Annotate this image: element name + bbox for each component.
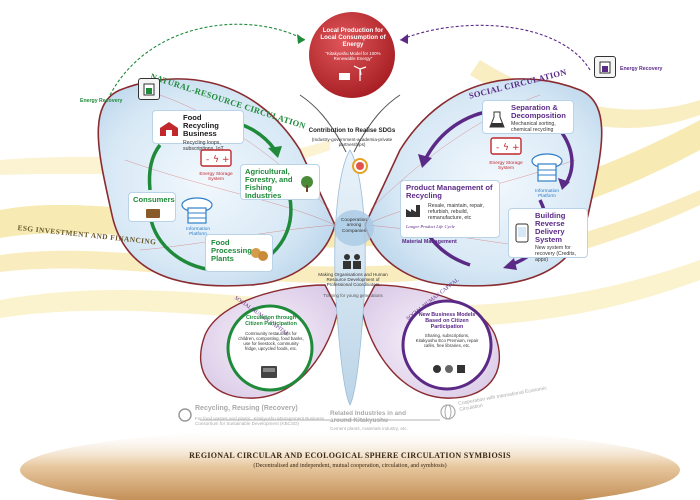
left-dashed-arc bbox=[109, 23, 306, 96]
reverse-delivery-title: Building Reverse Delivery System bbox=[535, 211, 566, 244]
sdgs-title: Contribution to Realise SDGs bbox=[308, 127, 396, 134]
product-mgmt-title: Product Management of Recycling bbox=[406, 183, 493, 200]
agriculture-title: Agricultural, Forestry, and Fishing Indu… bbox=[245, 167, 293, 200]
battery-storage-icon-left: -ϟ+ bbox=[200, 148, 232, 173]
energy-storage-left: Energy Storage System bbox=[199, 172, 233, 183]
left-antenna bbox=[299, 94, 347, 153]
phone-icon bbox=[515, 223, 529, 243]
food-recycling-desc: Recycling loops, subscriptions, IoT bbox=[183, 139, 224, 152]
recycle-icon bbox=[178, 408, 192, 427]
reverse-delivery-box: Building Reverse Delivery System New sys… bbox=[508, 208, 588, 263]
cooperation-label: Cooperation among Companies bbox=[340, 218, 368, 234]
recycling-desc: For food wastes and plastic, Kitakyushu … bbox=[195, 416, 324, 427]
globe-icon bbox=[440, 404, 456, 425]
separation-title: Separation & Decomposition bbox=[511, 103, 566, 120]
making-orgs-label: Making Organisations and Human Resource … bbox=[318, 272, 388, 288]
svg-text:+: + bbox=[512, 143, 520, 153]
flask-icon bbox=[489, 111, 505, 128]
product-mgmt-desc: Resale, maintain, repair, refurbish, reb… bbox=[428, 202, 484, 221]
battery-icon-right bbox=[594, 56, 616, 78]
tree-icon bbox=[301, 176, 313, 192]
database-icon-right bbox=[530, 152, 564, 191]
shopping-icon bbox=[146, 209, 160, 218]
sdgs-subtitle: (Industry-government-academia-private pa… bbox=[311, 137, 393, 148]
food-processing-box: Food Processing Plants bbox=[205, 234, 273, 272]
consumers-box: Consumers bbox=[128, 192, 176, 222]
battery-storage-icon-right: -ϟ+ bbox=[490, 136, 522, 161]
solar-wind-icon bbox=[338, 64, 368, 87]
cooperation-petal bbox=[334, 210, 374, 246]
energy-recovery-left: Energy Recovery bbox=[80, 98, 123, 104]
right-antenna bbox=[353, 94, 401, 153]
top-energy-circle bbox=[309, 12, 395, 98]
sdg-wheel-icon bbox=[352, 158, 368, 174]
food-processing-title: Food Processing Plants bbox=[211, 238, 252, 263]
energy-recovery-right: Energy Recovery bbox=[620, 66, 663, 72]
product-mgmt-box: Product Management of Recycling Resale, … bbox=[400, 180, 500, 238]
energy-storage-right: Energy Storage System bbox=[489, 161, 523, 172]
separation-box: Separation & Decomposition Mechanical so… bbox=[482, 100, 574, 134]
battery-icon-left bbox=[138, 78, 160, 100]
svg-text:-: - bbox=[496, 143, 499, 153]
food-recycling-title: Food Recycling Business bbox=[183, 113, 219, 138]
citizen-circulation-desc: Community restaurants for children, comp… bbox=[238, 331, 304, 351]
related-industries-title: Related Industries in and around Kitakyu… bbox=[330, 410, 406, 425]
info-platform-right: Information Platform bbox=[535, 189, 559, 200]
food-recycling-box: Food Recycling Business Recycling loops,… bbox=[152, 110, 244, 152]
barn-icon bbox=[160, 122, 178, 136]
training-label: Training for young generations bbox=[323, 293, 383, 298]
info-platform-left: Information Platform bbox=[186, 227, 210, 238]
coordinators-icon bbox=[341, 252, 363, 275]
bottom-left-circle bbox=[226, 304, 314, 392]
footer-subtitle: (Decentralised and independent, mutual c… bbox=[253, 463, 447, 469]
svg-text:ϟ: ϟ bbox=[213, 155, 219, 165]
recycling-title: Recycling, Reusing (Recovery) bbox=[195, 405, 298, 412]
product-mgmt-note: Longer Product Life Cycle bbox=[406, 223, 455, 229]
citizen-business-desc: Sharing, subscriptions, Kitakyushu Eco P… bbox=[415, 333, 479, 348]
svg-text:+: + bbox=[222, 155, 230, 165]
material-management-label: Material Management bbox=[402, 239, 457, 245]
database-icon-left bbox=[180, 196, 214, 231]
reverse-delivery-desc: New system for recovery (Credits, apps) bbox=[535, 244, 576, 263]
bread-icon bbox=[251, 248, 268, 261]
fridge-icon bbox=[260, 365, 278, 384]
related-industries-desc: Cement plants, materials industry, etc. bbox=[330, 426, 408, 431]
svg-text:ϟ: ϟ bbox=[503, 143, 509, 153]
consumers-title: Consumers bbox=[133, 195, 175, 204]
top-energy-title: Local Production for Local Consumption o… bbox=[320, 27, 386, 48]
svg-text:-: - bbox=[206, 155, 209, 165]
earth-glow bbox=[20, 428, 680, 500]
citizen-circulation-title: Circulation through Citizen Participatio… bbox=[245, 315, 297, 327]
bottom-right-circle bbox=[401, 299, 493, 391]
citizen-business-title: New Business Models Based on Citizen Par… bbox=[418, 312, 476, 330]
separation-desc: Mechanical sorting, chemical recycling bbox=[511, 120, 556, 133]
top-energy-subtitle: "Kitakyushu Model for 100% Renewable Ene… bbox=[325, 51, 381, 61]
sharing-icons bbox=[432, 362, 466, 381]
footer-title: REGIONAL CIRCULAR AND ECOLOGICAL SPHERE … bbox=[189, 451, 511, 460]
right-dashed-arc bbox=[399, 24, 591, 71]
agriculture-box: Agricultural, Forestry, and Fishing Indu… bbox=[240, 164, 320, 200]
factory-icon bbox=[406, 205, 420, 217]
